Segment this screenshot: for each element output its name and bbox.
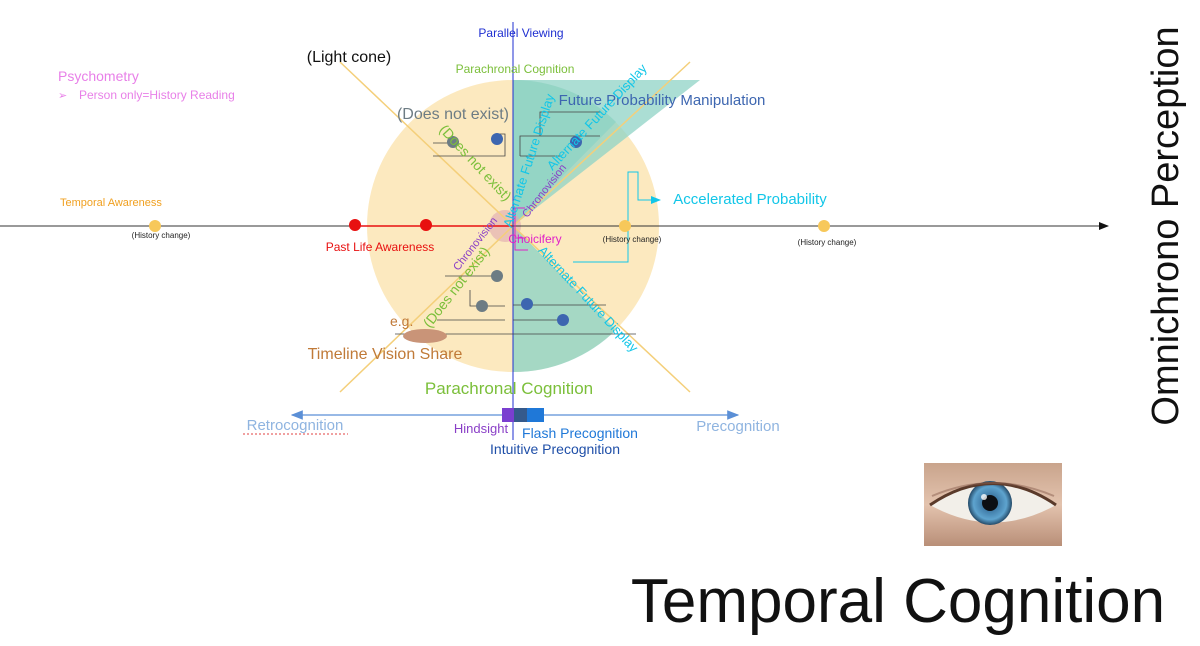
- blue-dot-lower-a: [521, 298, 533, 310]
- temporal-awareness-label: Temporal Awareness: [60, 197, 162, 209]
- timeline-vision-share-marker: [403, 329, 447, 343]
- parachronal-cognition-top: Parachronal Cognition: [456, 62, 575, 76]
- future-probability-manipulation-label: Future Probability Manipulation: [559, 92, 766, 109]
- grey-dot-upper: [447, 136, 459, 148]
- flash-precognition-block: [527, 408, 544, 422]
- hindsight-label: Hindsight: [454, 421, 509, 436]
- history-change-label-2: (History change): [603, 235, 662, 244]
- history-change-label-1: (History change): [132, 231, 191, 240]
- history-change-dot-2: [619, 220, 631, 232]
- cone-diagonal-ne: [512, 61, 691, 227]
- omnichrono-perception-title: Omnichrono Perception: [1145, 26, 1187, 425]
- intuitive-precognition-label: Intuitive Precognition: [490, 441, 620, 457]
- blue-dot-lower-b: [557, 314, 569, 326]
- hindsight-block: [502, 408, 516, 422]
- past-life-dot-2: [420, 219, 432, 231]
- light-cone-label: (Light cone): [307, 49, 392, 66]
- does-not-exist-top: (Does not exist): [397, 106, 509, 123]
- accelerated-probability-connector: [573, 171, 661, 263]
- timeline-vision-share-label: Timeline Vision Share: [308, 346, 463, 363]
- grey-dot-lower-a: [491, 270, 503, 282]
- choicifery-label: Choicifery: [508, 232, 561, 246]
- choicifery-brackets: [514, 207, 528, 251]
- parallel-viewing-label: Parallel Viewing: [478, 26, 563, 40]
- main-title: Temporal Cognition: [631, 567, 1165, 636]
- psychometry-heading: Psychometry: [58, 68, 139, 84]
- grey-dot-lower-b: [476, 300, 488, 312]
- history-change-dot-3: [818, 220, 830, 232]
- cone-diagonal-nw: [339, 61, 514, 227]
- past-life-awareness-label: Past Life Awareness: [326, 240, 435, 254]
- present-block: [514, 408, 528, 422]
- accelerated-probability-label: Accelerated Probability: [673, 191, 827, 208]
- history-change-label-3: (History change): [798, 238, 857, 247]
- future-lower-wedge: [513, 226, 616, 373]
- precognition-label: Precognition: [696, 418, 779, 435]
- history-change-dot-1: [149, 220, 161, 232]
- retrocognition-label: Retrocognition: [247, 417, 344, 434]
- upper-branch-lines: [433, 111, 600, 157]
- eg-label: e.g.: [390, 313, 413, 329]
- blue-dot-upper-b: [570, 136, 582, 148]
- flash-precognition-label: Flash Precognition: [522, 425, 638, 441]
- future-upper-wedge: [513, 79, 616, 226]
- cone-diagonal-se: [512, 225, 691, 393]
- blue-dot-upper-a: [491, 133, 503, 145]
- past-life-dot-1: [349, 219, 361, 231]
- eye-photo: [924, 463, 1062, 546]
- cone-diagonal-sw: [339, 225, 514, 393]
- parachronal-cognition-bottom: Parachronal Cognition: [425, 379, 593, 398]
- psychometry-bullet-marker: ➢: [58, 90, 67, 102]
- psychometry-bullet: Person only=History Reading: [79, 88, 235, 102]
